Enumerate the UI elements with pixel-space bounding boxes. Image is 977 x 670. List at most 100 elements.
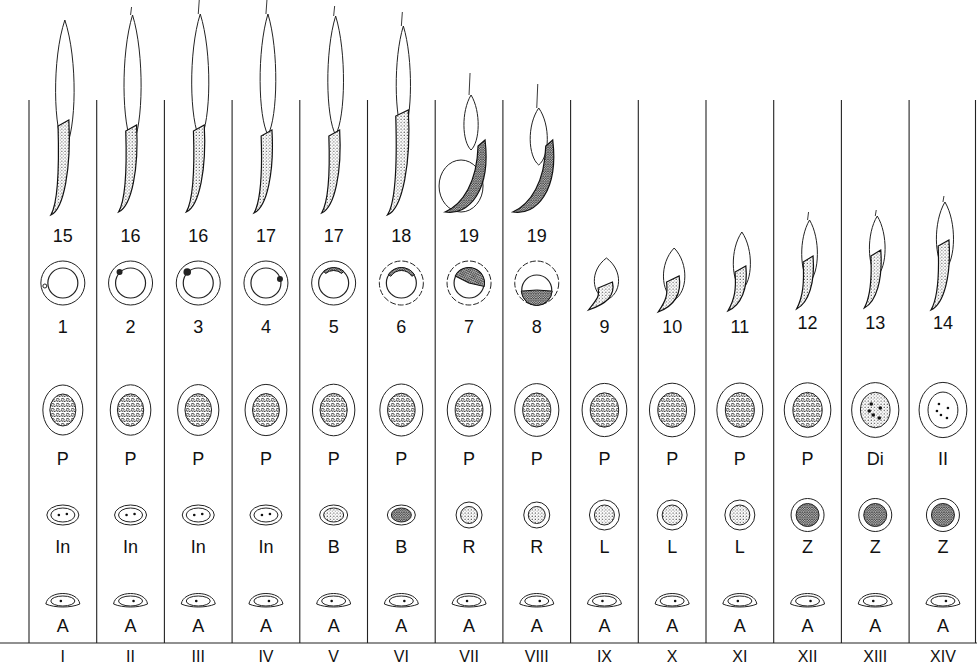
sperm-head — [513, 140, 554, 212]
nucleus — [186, 508, 210, 522]
column-line — [367, 100, 368, 643]
stage-number: IX — [597, 648, 612, 665]
cell-outline — [250, 505, 282, 525]
spermatocyte — [245, 384, 287, 435]
round-spermatid — [109, 261, 153, 305]
spermatocyte — [919, 382, 967, 437]
nucleolus — [872, 600, 875, 603]
nucleolus — [132, 600, 135, 603]
spermatogonium-a — [114, 594, 148, 608]
cell-outline — [114, 594, 148, 608]
cell-outline — [176, 261, 220, 305]
nucleus — [319, 268, 349, 298]
cell-outline — [110, 385, 151, 435]
column-line — [638, 100, 639, 643]
cell-label: 2 — [126, 317, 136, 337]
sperm-head — [322, 130, 340, 213]
column-line — [164, 100, 165, 643]
sperm-head — [119, 125, 137, 212]
cell-label: L — [667, 537, 677, 557]
cell-label: Z — [802, 537, 813, 557]
nucleus — [119, 508, 143, 522]
label-slot: 5 — [329, 318, 339, 337]
acrosome-cap — [455, 263, 489, 288]
cell-label: 1 — [58, 317, 68, 337]
nucleus — [796, 504, 819, 527]
cell-label: Z — [937, 537, 948, 557]
label-slot: A — [666, 617, 678, 636]
cell-label: 16 — [188, 226, 208, 246]
cytoplasm-lobe — [260, 14, 276, 135]
sperm-head — [588, 282, 613, 310]
label-slot: 18 — [391, 227, 411, 246]
germ-cell — [320, 505, 348, 525]
cell-outline — [447, 261, 491, 305]
cell-label: Di — [867, 449, 884, 469]
cell-outline — [655, 594, 689, 608]
round-spermatid — [379, 261, 423, 305]
label-slot: A — [125, 617, 137, 636]
nucleus — [51, 596, 75, 606]
cell-label: P — [598, 449, 610, 469]
cell-label: B — [328, 537, 340, 557]
cell-label: In — [191, 537, 206, 557]
spermatogonium-a — [587, 594, 621, 608]
cell-outline — [47, 505, 79, 525]
label-slot: 16 — [121, 227, 141, 246]
spermatid — [728, 232, 751, 311]
label-slot: In — [258, 538, 273, 557]
cell-outline — [649, 383, 694, 437]
label-slot: 1 — [58, 318, 68, 337]
cell-outline — [589, 500, 619, 530]
label-slot: P — [802, 450, 814, 469]
chromosome — [877, 416, 881, 420]
cell-label: 3 — [193, 317, 203, 337]
cell-label: 17 — [256, 226, 276, 246]
nucleolus — [66, 513, 69, 516]
nucleus — [864, 504, 887, 527]
label-slot: 14 — [933, 314, 953, 333]
sperm-head — [51, 120, 69, 215]
label-slot: L — [599, 538, 609, 557]
nucleus — [389, 596, 413, 606]
cell-label: P — [125, 449, 137, 469]
chromosome — [878, 406, 882, 410]
cell-outline — [317, 594, 351, 608]
nucleus — [662, 505, 682, 525]
nucleolus — [60, 600, 63, 603]
cells — [41, 0, 967, 607]
nucleus — [590, 393, 618, 427]
label-slot: L — [667, 538, 677, 557]
nucleus — [186, 596, 210, 606]
nucleus — [320, 393, 347, 426]
label-slot: 13 — [865, 314, 885, 333]
cell-label: 13 — [865, 313, 885, 333]
flagellum — [943, 196, 944, 202]
label-slot: 8 — [532, 318, 542, 337]
label-slot: A — [57, 617, 69, 636]
round-spermatid — [515, 261, 559, 305]
sperm-head — [658, 276, 680, 312]
label-slot: 6 — [396, 318, 406, 337]
label-slot: A — [869, 617, 881, 636]
label-slot: In — [191, 538, 206, 557]
nucleus — [117, 394, 143, 426]
flagellum — [537, 84, 538, 108]
column-line — [705, 100, 706, 643]
spermatocyte — [447, 384, 491, 436]
nucleolus — [809, 600, 812, 603]
spermatogonium-a — [249, 594, 283, 608]
cell-outline — [244, 261, 288, 305]
label-slot: P — [260, 450, 272, 469]
cell-outline — [46, 594, 80, 608]
germ-cell — [589, 500, 619, 530]
label-slot: 12 — [798, 314, 818, 333]
column-lines — [0, 100, 977, 643]
label-slot: 15 — [53, 227, 73, 246]
label-slot: 3 — [193, 318, 203, 337]
stage-number: X — [667, 648, 678, 665]
germ-cell — [250, 505, 282, 525]
nucleolus — [261, 514, 264, 517]
spermatocyte — [110, 385, 151, 435]
